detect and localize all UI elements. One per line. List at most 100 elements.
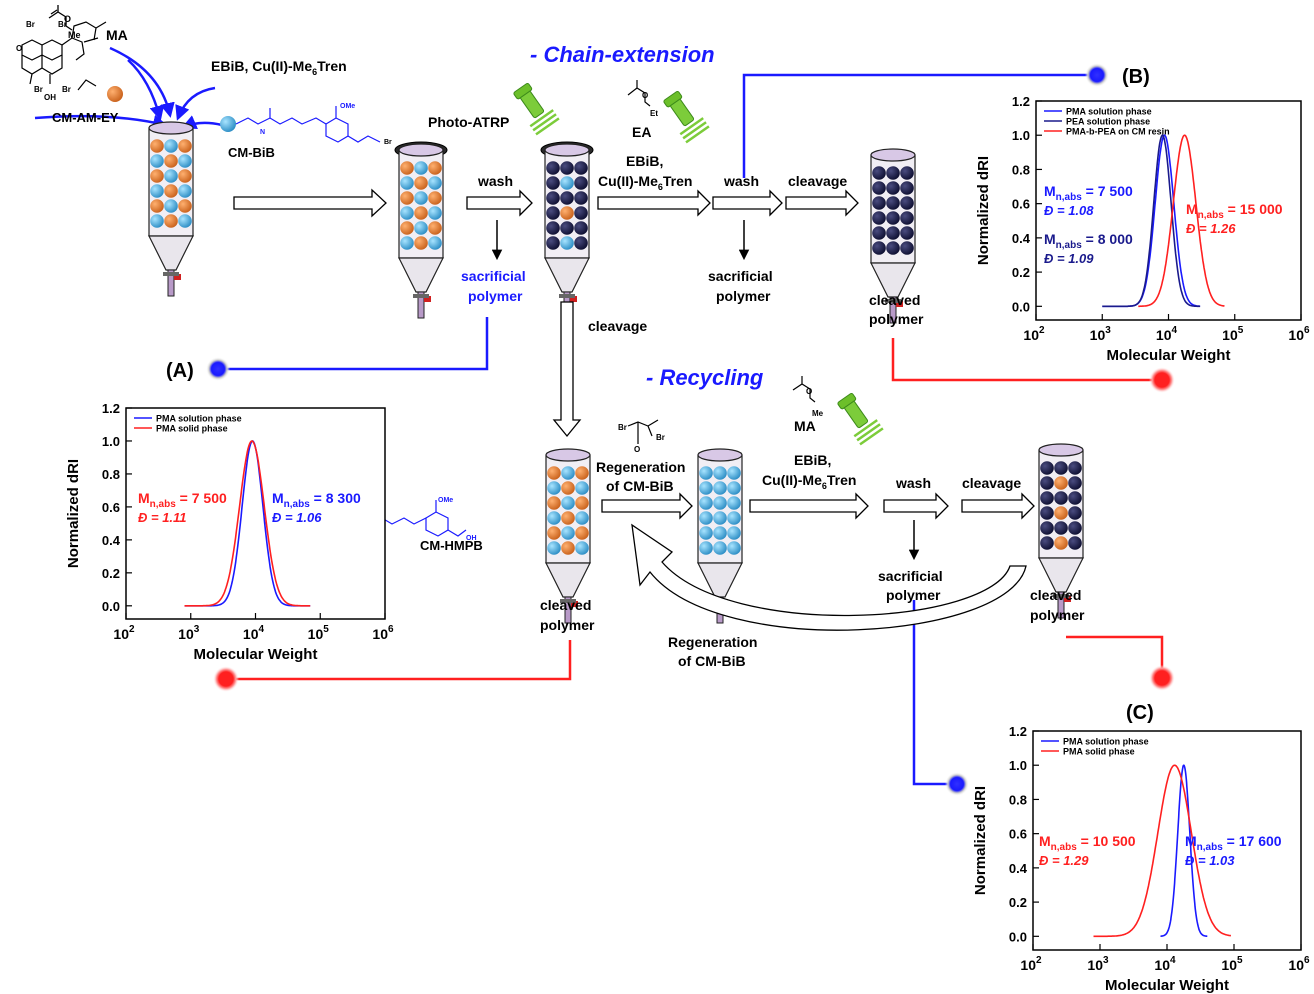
bead: [713, 481, 727, 495]
bead: [727, 541, 741, 555]
bead: [886, 196, 900, 210]
x-tick-label: 105: [1222, 325, 1244, 343]
arrow-cleavage-1: [785, 189, 859, 217]
column-cleaved-b: [870, 148, 916, 324]
y-tick-label: 1.0: [1012, 128, 1030, 143]
bead: [713, 526, 727, 540]
label-sacrificial-3: sacrificial: [878, 568, 943, 584]
svg-text:OMe: OMe: [438, 497, 453, 504]
svg-text:O: O: [806, 387, 812, 396]
bead: [1054, 491, 1068, 505]
annotation-mn: Mn,abs = 7 500: [138, 490, 227, 510]
annotation-dispersity: Đ = 1.03: [1185, 853, 1235, 868]
y-tick-label: 0.4: [1009, 861, 1028, 876]
bead: [574, 161, 588, 175]
bead: [428, 191, 442, 205]
y-axis-label: Normalized dRI: [975, 156, 992, 265]
bead: [699, 481, 713, 495]
label-wash-1: wash: [477, 173, 513, 189]
bead: [575, 541, 589, 555]
arrow-regen: [601, 492, 693, 520]
bead: [428, 161, 442, 175]
series-line: [1138, 134, 1225, 308]
bead: [713, 496, 727, 510]
bead: [400, 206, 414, 220]
x-tick-label: 105: [308, 624, 330, 642]
bead: [164, 154, 178, 168]
bead: [178, 184, 192, 198]
ma-structure: [48, 5, 73, 31]
annotation-dispersity: Đ = 1.26: [1186, 221, 1236, 236]
label-cleavage-down: cleavage: [588, 318, 647, 334]
bead: [574, 236, 588, 250]
bead: [560, 236, 574, 250]
bead: [414, 191, 428, 205]
bead: [1040, 476, 1054, 490]
y-axis-label: Normalized dRI: [65, 459, 82, 568]
label-cleavage-2: cleavage: [788, 173, 847, 189]
legend-label: PMA solid phase: [156, 424, 228, 434]
cm-bib-bead: [220, 116, 236, 132]
annotation-mn: Mn,abs = 7 500: [1044, 183, 1133, 203]
bead: [900, 166, 914, 180]
bead: [546, 221, 560, 235]
x-axis-label: Molecular Weight: [1105, 977, 1229, 994]
label-polymer-3: polymer: [886, 587, 941, 603]
bead: [400, 191, 414, 205]
bead: [150, 214, 164, 228]
connector-dot-a-red: [213, 666, 239, 692]
arrow-wash-2: [712, 189, 783, 217]
x-tick-label: 104: [1154, 955, 1176, 973]
connector-lines: [218, 73, 1164, 786]
x-axis-label: Molecular Weight: [1107, 347, 1231, 364]
bead: [414, 161, 428, 175]
connector-dot-c-blue: [945, 772, 969, 796]
bead: [727, 481, 741, 495]
x-axis-label: Molecular Weight: [194, 646, 318, 663]
legend-label: PMA solution phase: [1063, 737, 1149, 747]
arrow-recycle-polym: [749, 492, 869, 520]
ebib-structure: [627, 419, 659, 444]
label-polymer-b: polymer: [869, 311, 924, 327]
bead: [886, 241, 900, 255]
bead: [900, 211, 914, 225]
bead: [574, 206, 588, 220]
column-start: [148, 121, 194, 297]
label-of-cm-bib-2: of CM-BiB: [678, 653, 746, 669]
connector-cleaved-to-b: [891, 338, 1162, 382]
bead: [872, 241, 886, 255]
x-tick-label: 104: [243, 624, 265, 642]
bead: [164, 199, 178, 213]
y-tick-label: 1.2: [1012, 94, 1030, 109]
x-tick-label: 102: [1023, 325, 1045, 343]
bead: [1054, 506, 1068, 520]
bead: [546, 176, 560, 190]
lamp-chain-ext: [663, 91, 710, 144]
bead: [546, 206, 560, 220]
x-tick-label: 102: [1020, 955, 1042, 973]
annotation-mn: Mn,abs = 15 000: [1186, 201, 1283, 221]
bead: [1054, 536, 1068, 550]
y-tick-label: 0.6: [1009, 827, 1027, 842]
svg-text:OH: OH: [44, 93, 56, 102]
bead: [727, 466, 741, 480]
svg-text:Br: Br: [618, 423, 627, 432]
connector-sacrificial-to-a: [218, 317, 489, 371]
bead: [178, 214, 192, 228]
bead: [150, 184, 164, 198]
panel-label-b: (B): [1122, 66, 1150, 88]
arrow-cleavage-2: [961, 492, 1035, 520]
down-arrows: [491, 220, 920, 561]
label-sacrificial-2: sacrificial: [708, 268, 773, 284]
y-axis-label: Normalized dRI: [972, 786, 989, 895]
bead: [699, 541, 713, 555]
y-tick-label: 0.0: [1009, 929, 1027, 944]
bead: [547, 511, 561, 525]
bead: [900, 196, 914, 210]
bead: [1068, 461, 1082, 475]
bead: [574, 221, 588, 235]
bead: [164, 214, 178, 228]
cm-bib-structure: [235, 106, 381, 143]
